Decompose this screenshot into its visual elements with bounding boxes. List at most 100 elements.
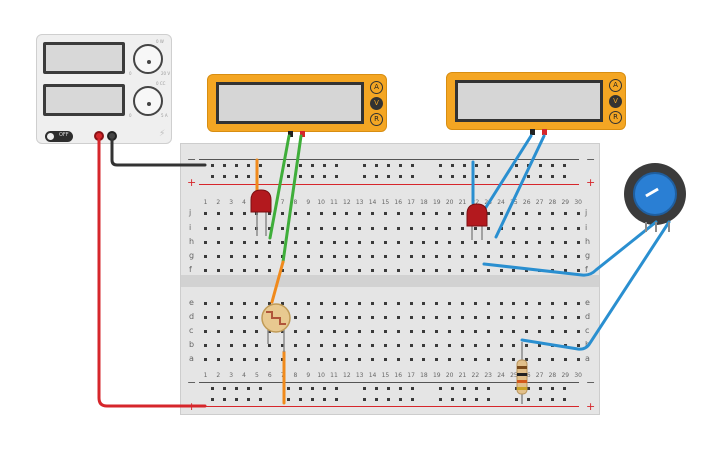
terminal-hole[interactable] (512, 255, 516, 258)
rail-hole[interactable] (387, 398, 390, 401)
terminal-hole[interactable] (371, 302, 375, 305)
terminal-hole[interactable] (242, 241, 246, 244)
potentiometer-knob[interactable] (633, 172, 677, 216)
terminal-hole[interactable] (229, 316, 233, 319)
terminal-hole[interactable] (242, 212, 246, 215)
current-knob[interactable] (133, 86, 163, 116)
terminal-hole[interactable] (383, 255, 387, 258)
terminal-hole[interactable] (204, 269, 207, 272)
terminal-hole[interactable] (461, 269, 464, 272)
terminal-hole[interactable] (435, 227, 439, 230)
terminal-hole[interactable] (409, 241, 413, 244)
terminal-hole[interactable] (306, 344, 310, 347)
terminal-hole[interactable] (563, 302, 567, 305)
terminal-hole[interactable] (293, 316, 297, 319)
terminal-hole[interactable] (358, 302, 362, 305)
terminal-hole[interactable] (525, 358, 529, 361)
rail-hole[interactable] (323, 398, 326, 401)
terminal-hole[interactable] (461, 302, 464, 305)
terminal-hole[interactable] (268, 241, 272, 244)
terminal-hole[interactable] (473, 227, 477, 230)
terminal-hole[interactable] (422, 269, 426, 272)
terminal-hole[interactable] (486, 344, 490, 347)
terminal-hole[interactable] (525, 269, 529, 272)
terminal-hole[interactable] (486, 227, 490, 230)
rail-hole[interactable] (223, 175, 226, 178)
terminal-hole[interactable] (512, 358, 516, 361)
terminal-hole[interactable] (422, 255, 426, 258)
terminal-hole[interactable] (396, 255, 400, 258)
rail-hole[interactable] (247, 175, 250, 178)
terminal-hole[interactable] (538, 227, 542, 230)
rail-hole[interactable] (335, 398, 338, 401)
rail-hole[interactable] (399, 387, 402, 390)
terminal-hole[interactable] (525, 302, 529, 305)
terminal-hole[interactable] (319, 302, 323, 305)
rail-hole[interactable] (439, 175, 442, 178)
rail-hole[interactable] (463, 164, 466, 167)
terminal-hole[interactable] (242, 302, 246, 305)
terminal-hole[interactable] (345, 212, 349, 215)
terminal-hole[interactable] (255, 255, 259, 258)
terminal-hole[interactable] (371, 255, 375, 258)
terminal-hole[interactable] (499, 255, 503, 258)
multimeter[interactable]: A V R (446, 72, 626, 135)
rail-hole[interactable] (563, 398, 566, 401)
rail-hole[interactable] (223, 387, 226, 390)
terminal-hole[interactable] (576, 212, 580, 215)
terminal-hole[interactable] (396, 330, 400, 333)
terminal-hole[interactable] (255, 358, 259, 361)
rail-hole[interactable] (551, 398, 554, 401)
terminal-hole[interactable] (332, 269, 336, 272)
terminal-hole[interactable] (512, 330, 516, 333)
terminal-hole[interactable] (448, 212, 452, 215)
terminal-hole[interactable] (306, 316, 310, 319)
terminal-hole[interactable] (512, 241, 516, 244)
terminal-hole[interactable] (435, 212, 439, 215)
terminal-hole[interactable] (345, 330, 349, 333)
rail-hole[interactable] (335, 387, 338, 390)
rail-hole[interactable] (363, 175, 366, 178)
terminal-hole[interactable] (358, 227, 362, 230)
green-probe-wire[interactable] (268, 134, 291, 240)
rail-hole[interactable] (323, 175, 326, 178)
terminal-hole[interactable] (563, 269, 567, 272)
rail-hole[interactable] (411, 398, 414, 401)
red-power-wire[interactable] (97, 138, 207, 408)
terminal-hole[interactable] (512, 344, 516, 347)
terminal-hole[interactable] (204, 227, 207, 230)
terminal-hole[interactable] (332, 241, 336, 244)
terminal-hole[interactable] (409, 344, 413, 347)
terminal-hole[interactable] (345, 241, 349, 244)
positive-probe[interactable] (542, 129, 547, 135)
rail-hole[interactable] (311, 387, 314, 390)
terminal-hole[interactable] (293, 212, 297, 215)
terminal-hole[interactable] (383, 241, 387, 244)
terminal-hole[interactable] (332, 302, 336, 305)
terminal-hole[interactable] (563, 358, 567, 361)
rail-hole[interactable] (439, 164, 442, 167)
rail-hole[interactable] (515, 175, 518, 178)
terminal-hole[interactable] (345, 344, 349, 347)
terminal-hole[interactable] (550, 241, 554, 244)
terminal-hole[interactable] (293, 255, 297, 258)
rail-hole[interactable] (299, 398, 302, 401)
terminal-hole[interactable] (293, 241, 297, 244)
rail-hole[interactable] (439, 398, 442, 401)
rail-hole[interactable] (487, 387, 490, 390)
rail-hole[interactable] (235, 175, 238, 178)
rail-hole[interactable] (487, 164, 490, 167)
terminal-hole[interactable] (550, 227, 554, 230)
rail-hole[interactable] (411, 387, 414, 390)
rail-hole[interactable] (551, 175, 554, 178)
terminal-hole[interactable] (486, 316, 490, 319)
rail-hole[interactable] (247, 164, 250, 167)
terminal-hole[interactable] (371, 269, 375, 272)
rail-hole[interactable] (475, 175, 478, 178)
terminal-hole[interactable] (422, 241, 426, 244)
terminal-hole[interactable] (358, 241, 362, 244)
rail-hole[interactable] (287, 175, 290, 178)
terminal-hole[interactable] (345, 316, 349, 319)
terminal-hole[interactable] (538, 358, 542, 361)
terminal-hole[interactable] (345, 269, 349, 272)
